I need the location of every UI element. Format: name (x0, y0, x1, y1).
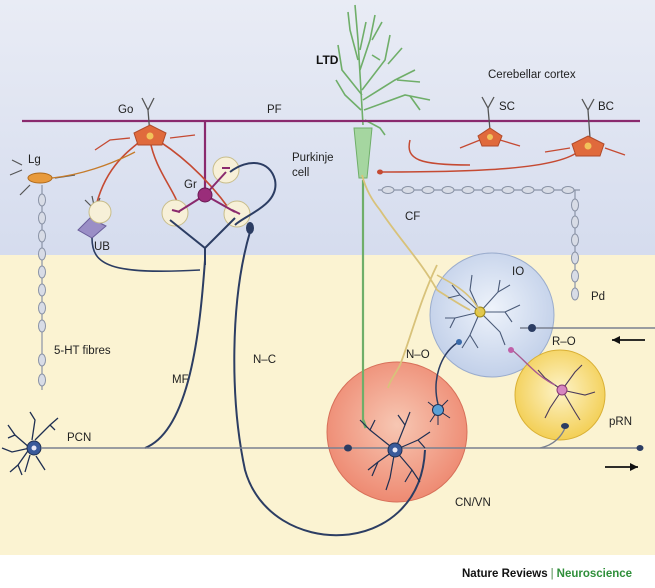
label-cn-vn: CN/VN (455, 497, 491, 509)
label-cf: CF (405, 211, 420, 223)
input-arrow-head (612, 336, 620, 344)
climbing-fibre (361, 174, 438, 291)
label-bc: BC (598, 101, 614, 113)
io-input-terminal (528, 324, 536, 332)
label-pf: PF (267, 104, 282, 116)
label-gr: Gr (184, 179, 197, 191)
cn-vn-soma-dot (392, 447, 398, 453)
granule-cell (88, 156, 251, 228)
output-arrow-head (630, 463, 638, 471)
cn-vn-nucleus (326, 361, 468, 503)
ro-fibre (511, 349, 556, 386)
io-nucleus (429, 252, 555, 378)
no-neuron (427, 399, 451, 425)
label-ub: UB (94, 241, 110, 253)
label-purkinje-2: cell (292, 167, 309, 179)
no-terminal (456, 339, 462, 345)
label-prn: pRN (609, 416, 632, 428)
no-soma (432, 404, 444, 416)
label-nc: N–C (253, 354, 276, 366)
label-purkinje-1: Purkinje (292, 152, 334, 164)
pcn-terminal (344, 444, 352, 452)
credit-separator: | (550, 568, 554, 580)
ro-terminal (508, 347, 514, 353)
stellate-axon (408, 139, 471, 166)
mf-terminal (246, 222, 254, 234)
io-neuron (445, 274, 521, 349)
pd-fibre (571, 190, 579, 301)
credit-journal: Nature Reviews (462, 568, 548, 580)
basket-cell (379, 98, 626, 173)
label-pcn: PCN (67, 432, 91, 444)
label-ltd: LTD (316, 53, 339, 67)
credit-section: Neuroscience (556, 568, 633, 580)
label-mf: MF (172, 374, 189, 386)
no-fibre (435, 342, 458, 405)
pcn-nucleus-dot (31, 445, 37, 451)
cn-vn-neuron (359, 411, 431, 491)
stellate-cell (459, 96, 521, 149)
label-pd: Pd (591, 291, 605, 303)
prn-neuron (537, 364, 596, 421)
footer-band (0, 555, 655, 588)
label-no: N–O (406, 349, 430, 361)
label-5ht: 5-HT fibres (54, 345, 111, 357)
lugaro-cell (9, 151, 136, 196)
label-io: IO (512, 266, 524, 278)
prn-soma (556, 384, 568, 396)
beaded-fibre (378, 186, 580, 194)
label-lg: Lg (28, 154, 41, 166)
pcn-neuron (1, 411, 59, 476)
purkinje-soma (353, 127, 373, 179)
label-sc: SC (499, 101, 515, 113)
io-output (436, 274, 481, 313)
serotonin-fibre (38, 185, 46, 390)
journal-credit: Nature Reviews|Neuroscience (462, 568, 632, 580)
label-ro: R–O (552, 336, 576, 348)
climbing-fibre-io (436, 289, 471, 311)
prn-terminal (561, 423, 569, 429)
climbing-fibre-collateral (387, 264, 438, 389)
label-go: Go (118, 104, 133, 116)
basket-terminal (377, 169, 383, 175)
label-cortex: Cerebellar cortex (488, 69, 576, 81)
purkinje-cell (335, 4, 431, 136)
output-terminal (636, 445, 644, 451)
